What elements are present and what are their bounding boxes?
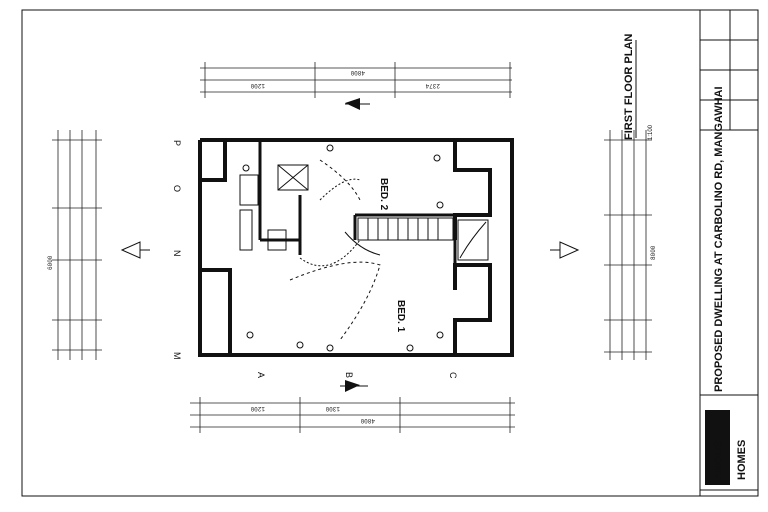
section-arrow-bottom bbox=[340, 380, 368, 392]
wiring-line bbox=[289, 261, 381, 341]
stair bbox=[357, 217, 489, 261]
dimension-right: 8000 bbox=[604, 130, 657, 360]
brand-right: HOMES bbox=[736, 440, 748, 480]
title-block: ANGUS HOMES PROPOSED DWELLING AT CARBOLI… bbox=[699, 10, 758, 496]
dimension-top: 4800 1200 2374 bbox=[200, 62, 512, 98]
grid-label-n: N bbox=[172, 250, 182, 257]
room-label-bed-2: BED. 2 bbox=[378, 178, 389, 211]
dim-bottom-main: 4800 bbox=[360, 417, 375, 424]
floor-plan-walls bbox=[198, 138, 514, 357]
project-title: PROPOSED DWELLING AT CARBOLINO RD, MANGA… bbox=[713, 86, 725, 392]
dim-left-main: 6000 bbox=[47, 255, 54, 270]
dim-bottom-b: 1300 bbox=[325, 405, 340, 412]
dim-right-main: 8000 bbox=[650, 245, 657, 260]
dimension-bottom: 4800 1200 1300 bbox=[190, 397, 515, 433]
scale-note: 1:100 bbox=[648, 124, 654, 140]
service-cupboards bbox=[239, 164, 309, 251]
grid-label-a: A bbox=[256, 372, 266, 378]
brand-left: ANGUS bbox=[713, 440, 725, 480]
grid-label-m: M bbox=[172, 352, 182, 360]
section-arrow-left bbox=[120, 241, 150, 259]
door-swings bbox=[299, 178, 381, 267]
dim-top-c: 2374 bbox=[425, 82, 440, 89]
grid-label-c: C bbox=[448, 372, 458, 379]
section-arrow-right bbox=[550, 241, 580, 259]
dimension-left: 6000 bbox=[47, 130, 102, 360]
section-arrow-top bbox=[345, 98, 370, 110]
room-label-bed-1: BED. 1 bbox=[395, 300, 406, 333]
grid-label-o: O bbox=[172, 185, 182, 192]
dim-top-main: 4800 bbox=[350, 69, 365, 76]
dim-bottom-a: 1200 bbox=[250, 405, 265, 412]
sheet-border bbox=[21, 9, 759, 497]
grid-label-p: P bbox=[172, 140, 182, 146]
wiring-line bbox=[319, 159, 361, 201]
sheet-title: FIRST FLOOR PLAN bbox=[623, 34, 635, 140]
grid-label-b: B bbox=[344, 372, 354, 378]
fixtures bbox=[242, 144, 444, 352]
dim-top-a: 1200 bbox=[250, 82, 265, 89]
brand-logo bbox=[705, 410, 730, 485]
